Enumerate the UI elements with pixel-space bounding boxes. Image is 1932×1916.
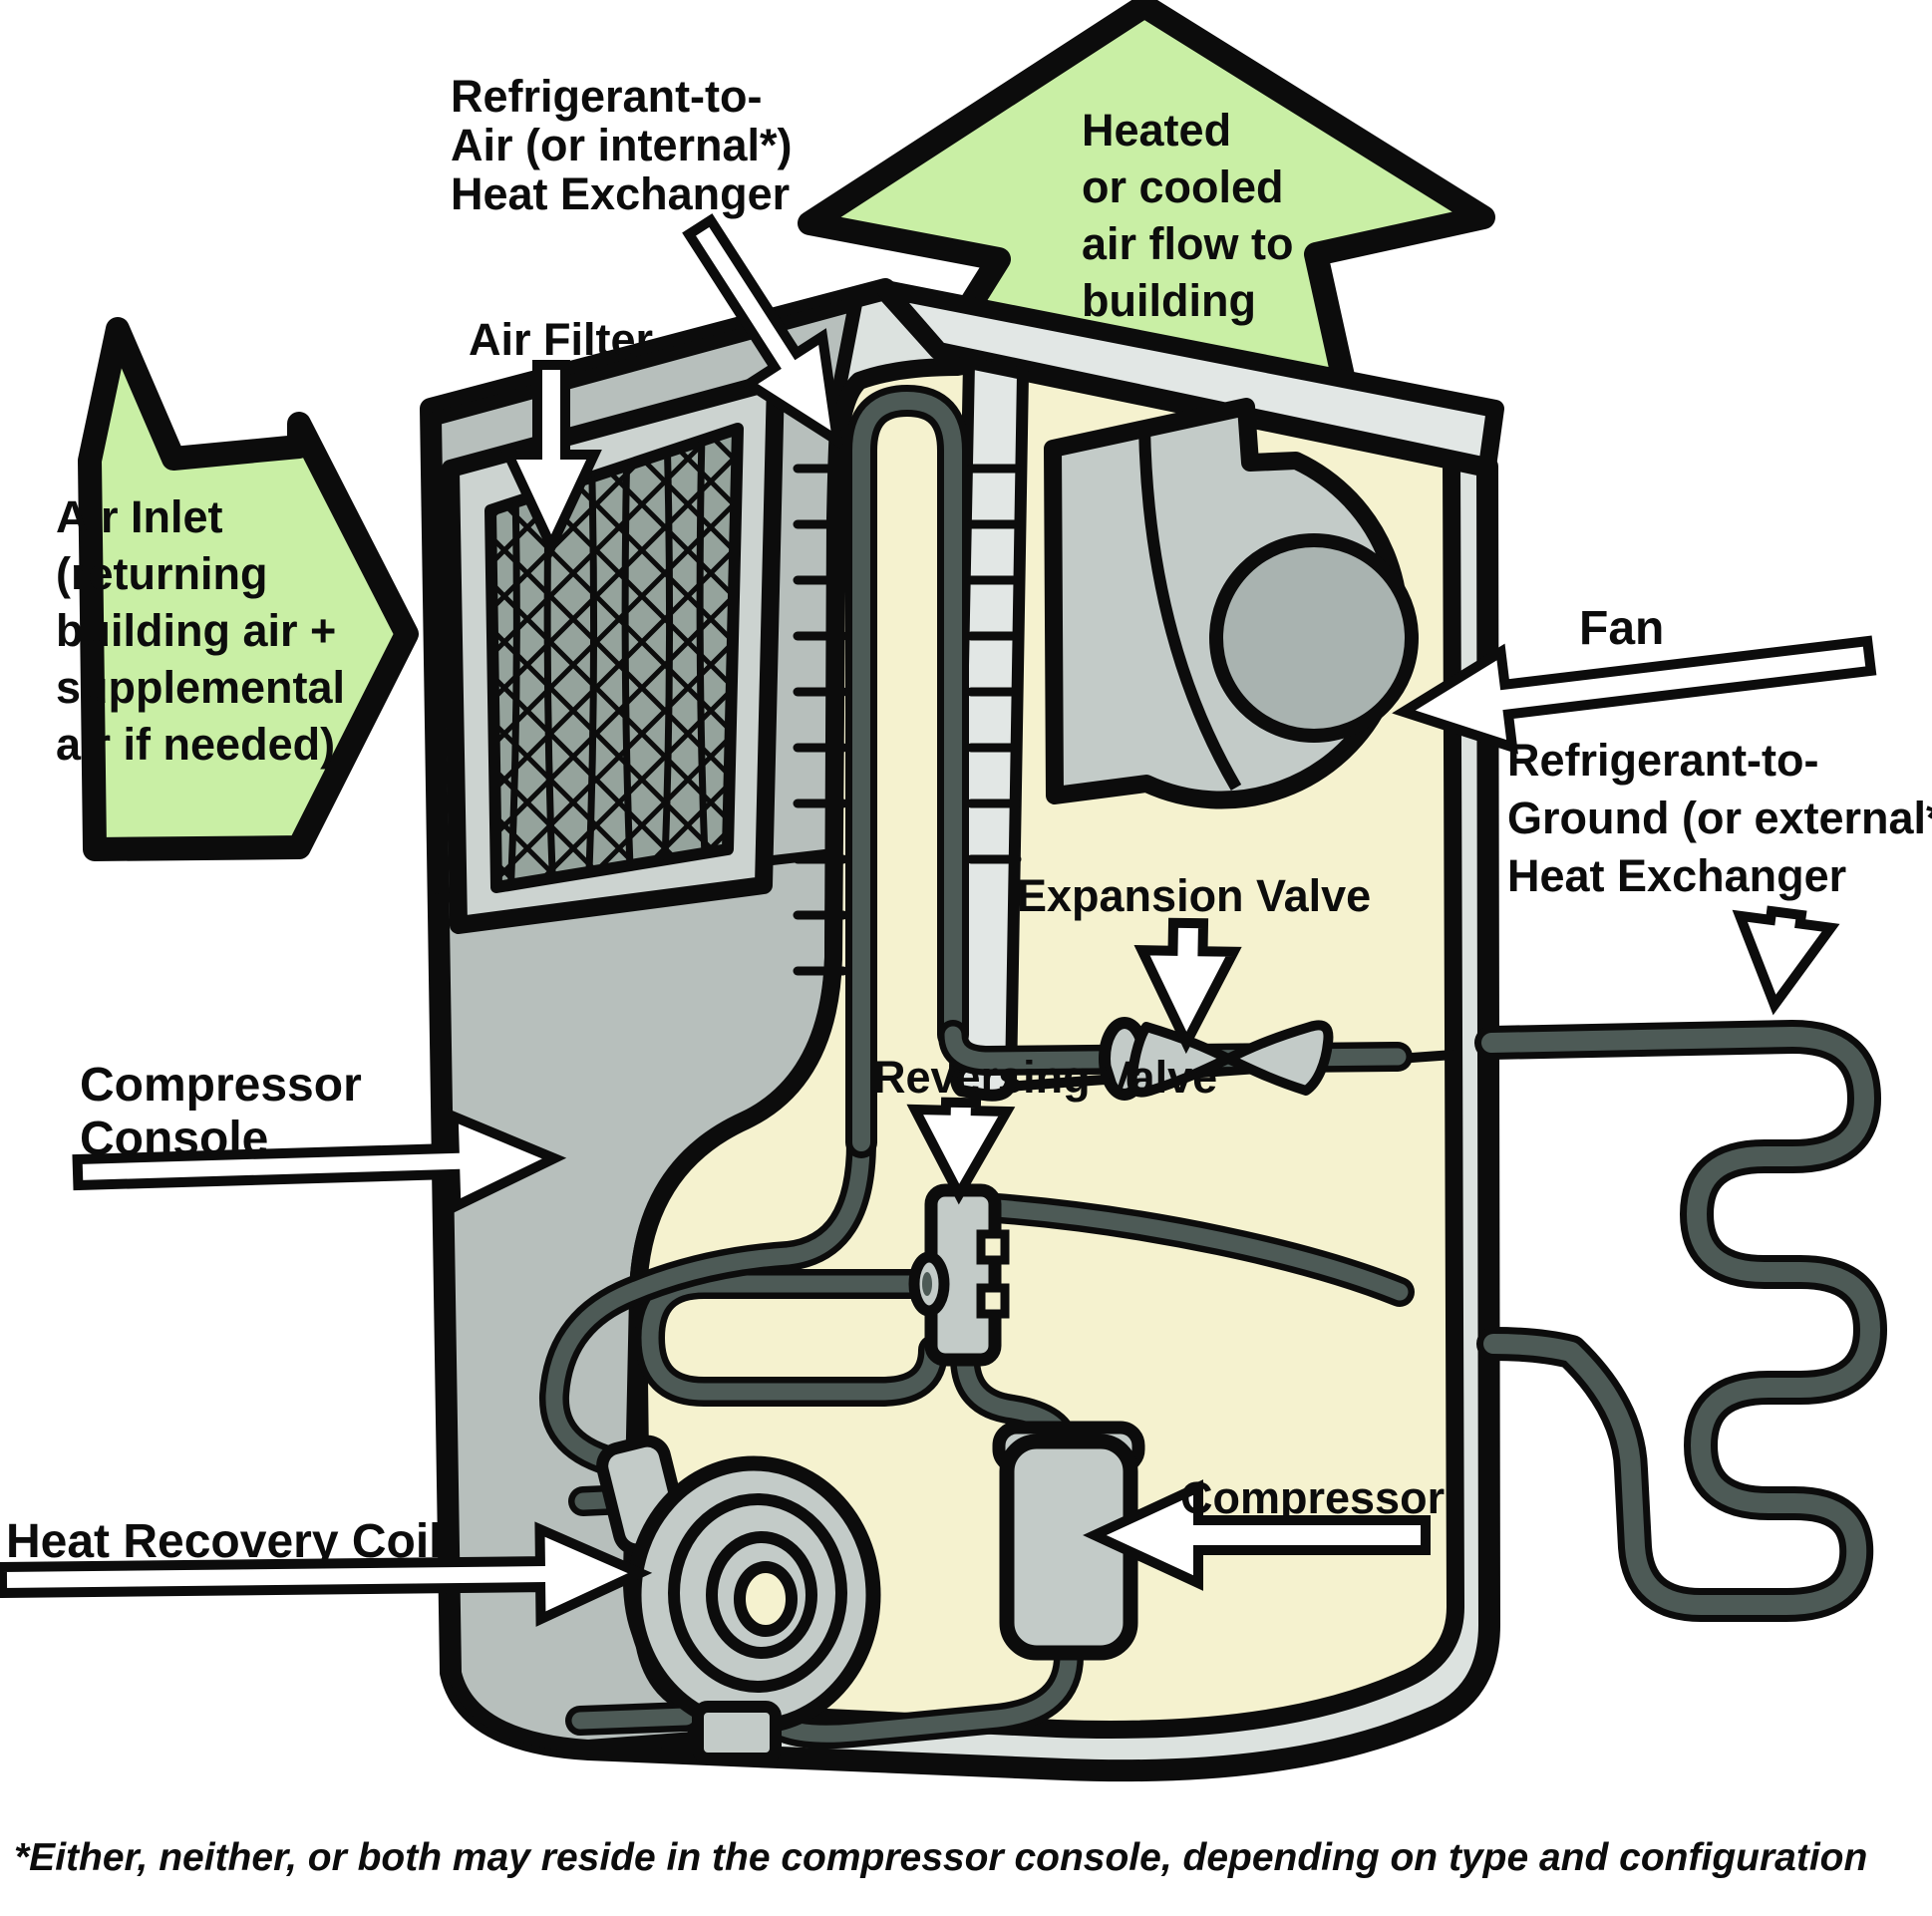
- air-inlet-line5: air if needed): [56, 719, 335, 770]
- compressor-console-label-line1: Compressor: [80, 1059, 362, 1112]
- internal-hx-hairpin: [852, 392, 962, 1151]
- refrigerant-air-arrow: [682, 213, 844, 452]
- ground-loop-outline: [1474, 1020, 1887, 1622]
- refrigerant-air-label-line1: Refrigerant-to-: [451, 71, 763, 122]
- expansion-valve-arrow: [1133, 917, 1242, 1055]
- air-filter-arrow: [500, 360, 602, 558]
- expansion-valve-label: Expansion Valve: [1017, 870, 1371, 921]
- fan-arrow: [1392, 635, 1877, 755]
- labels: Refrigerant-to- Air (or internal*) Heat …: [6, 71, 1932, 1879]
- heat-recovery-coil-arrow: [0, 1521, 653, 1627]
- compressor: [992, 1421, 1145, 1661]
- air-inlet-line2: (returning: [56, 548, 267, 599]
- air-filter: [442, 372, 785, 934]
- refrigerant-ground-label-line2: Ground (or external*): [1507, 793, 1932, 843]
- expansion-line: [944, 1026, 1407, 1070]
- air-inlet-arrow-shape: [78, 317, 419, 861]
- reversing-valve-notch2: [976, 1283, 1010, 1319]
- refrigerant-ground-label-line3: Heat Exchanger: [1507, 850, 1846, 901]
- air-filter-label: Air Filter: [469, 314, 653, 365]
- heat-recovery-coil: [596, 1435, 881, 1764]
- compressor-arrow: [1083, 1479, 1431, 1591]
- air-inlet-arrow: Air Inlet (returning building air + supp…: [56, 317, 419, 861]
- fan-inlet-circle: [1209, 533, 1419, 743]
- compressor-label: Compressor: [1180, 1472, 1445, 1523]
- reversing-valve-port-hole: [922, 1272, 932, 1296]
- coil-stub-bottom: [571, 1708, 695, 1730]
- reversing-valve-notch1: [976, 1229, 1010, 1265]
- reversing-valve: [908, 1183, 1010, 1367]
- heated-air-line2: or cooled: [1082, 161, 1284, 212]
- fan-housing-seam: [1138, 426, 1242, 792]
- air-inlet-line3: building air +: [56, 605, 336, 656]
- coil-bottom-fitting: [692, 1701, 782, 1764]
- coil-loop3: [706, 1531, 817, 1659]
- heated-air-line1: Heated: [1082, 105, 1231, 156]
- refrigerant-air-label-line2: Air (or internal*): [451, 120, 793, 170]
- coil-loop2: [668, 1493, 847, 1693]
- air-inlet-line1: Air Inlet: [56, 491, 223, 542]
- heated-air-line4: building: [1082, 275, 1256, 326]
- callout-arrows: [0, 213, 1877, 1627]
- leg-to-coil-pipe: [545, 1133, 870, 1472]
- refrigerant-air-label-line3: Heat Exchanger: [451, 168, 790, 219]
- reversing-right-line: [988, 1199, 1409, 1301]
- compressor-console-label-line2: Console: [80, 1113, 268, 1165]
- reversing-valve-arrow: [906, 1097, 1016, 1205]
- footnote: *Either, neither, or both may reside in …: [14, 1836, 1867, 1879]
- fan: [1044, 398, 1419, 809]
- refrigerant-ground-label-line1: Refrigerant-to-: [1507, 735, 1819, 786]
- ground-loop: [1474, 1020, 1887, 1622]
- heat-recovery-coil-label: Heat Recovery Coil: [6, 1515, 443, 1568]
- cabinet-top-band: [876, 280, 1504, 476]
- coil-center: [734, 1561, 798, 1637]
- compressor-console-arrow: [72, 1109, 567, 1214]
- fan-label: Fan: [1579, 602, 1664, 655]
- heated-air-line3: air flow to: [1082, 218, 1294, 269]
- internal-hx-fins: [793, 464, 1022, 976]
- ground-loop-pipe: [1481, 1027, 1880, 1615]
- reversing-valve-label: Reversing Valve: [873, 1052, 1217, 1103]
- refrigerant-ground-arrow: [1732, 905, 1840, 1016]
- air-inlet-line4: supplemental: [56, 662, 345, 713]
